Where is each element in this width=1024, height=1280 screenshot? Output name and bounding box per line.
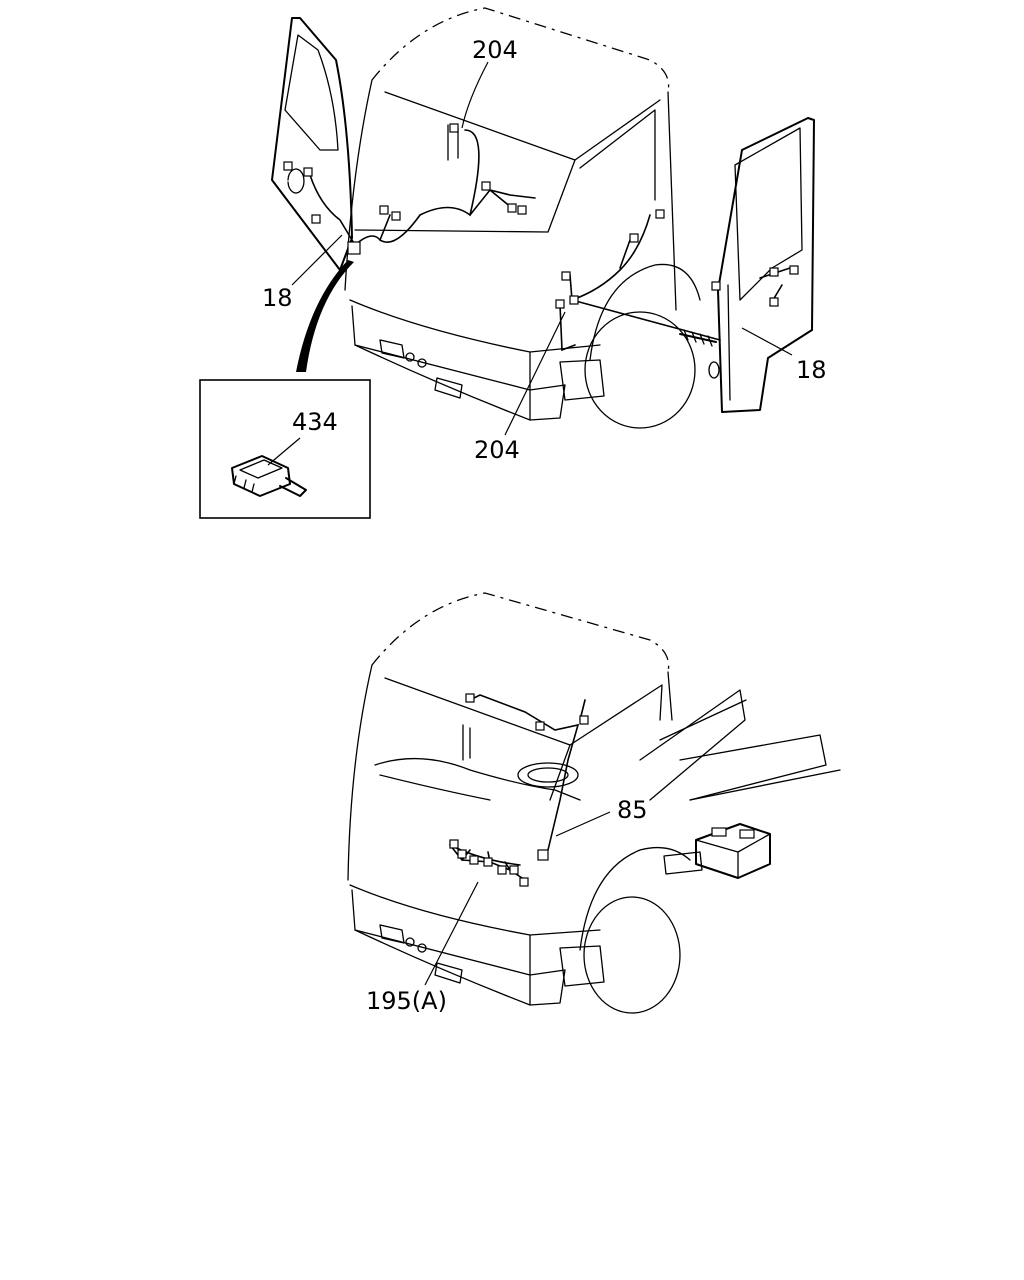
connector-part-icon	[231, 455, 307, 497]
callout-204-top: 204	[472, 36, 518, 64]
leader-bottom-204	[504, 311, 566, 436]
callout-18-left: 18	[262, 284, 293, 312]
leader-left-18	[291, 234, 343, 286]
detail-pointer	[296, 260, 354, 372]
leader-85	[555, 811, 611, 837]
callout-85: 85	[617, 796, 648, 824]
callout-204-bottom: 204	[474, 436, 520, 464]
lower-cab-illustration	[347, 592, 841, 1014]
leader-right-18	[741, 327, 793, 356]
leader-195a	[424, 881, 479, 986]
callout-18-right: 18	[796, 356, 827, 384]
callout-195a: 195(A)	[366, 987, 447, 1015]
upper-cab-illustration	[271, 7, 815, 429]
callout-434: 434	[292, 408, 338, 436]
connector-inset: 434	[199, 379, 371, 519]
leader-top-204	[461, 61, 489, 129]
